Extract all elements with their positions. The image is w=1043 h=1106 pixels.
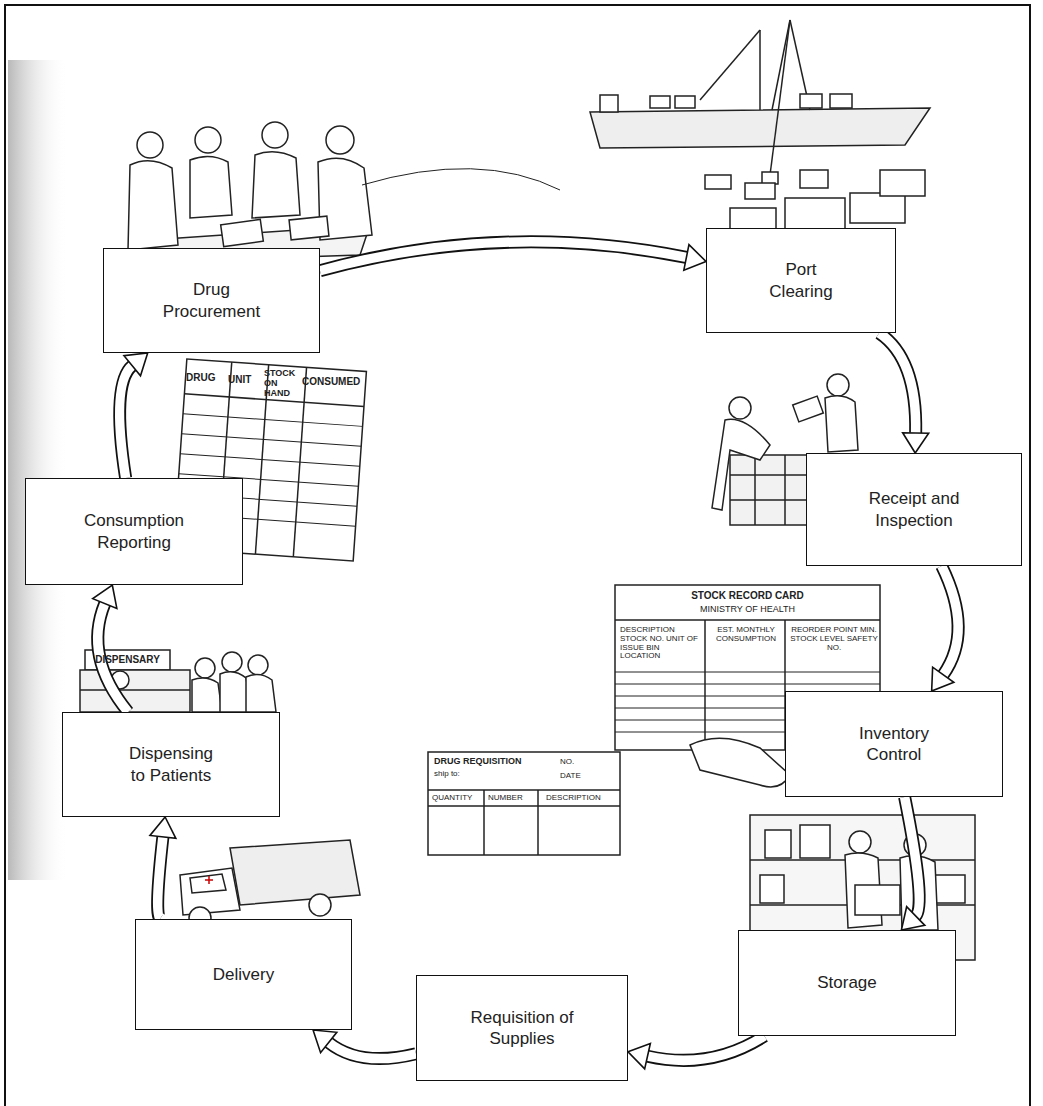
box-label: Consumption Reporting xyxy=(77,510,192,553)
box-text-group: Requisition of Supplies xyxy=(467,1007,577,1050)
arrow-body xyxy=(329,1042,416,1058)
arrow-outline xyxy=(120,366,133,478)
arrow-body xyxy=(879,333,916,433)
arrow-body xyxy=(905,797,920,916)
cycle-arrow xyxy=(879,333,928,453)
form-text: NUMBER xyxy=(488,794,538,803)
arrow-body xyxy=(158,837,163,919)
arrow-heads xyxy=(313,1030,337,1053)
box-label: Requisition of Supplies xyxy=(467,1007,577,1050)
box-label: Delivery xyxy=(213,964,274,985)
form-text: DATE xyxy=(560,772,600,781)
arrow-body xyxy=(120,366,133,478)
process-box: Receipt and Inspection xyxy=(806,453,1022,566)
process-box: Port Clearing xyxy=(706,228,896,333)
form-text: CONSUMED xyxy=(302,376,364,387)
form-text: EST. MONTHLY CONSUMPTION xyxy=(709,626,783,644)
box-label: Drug Procurement xyxy=(152,279,272,322)
process-box: Delivery xyxy=(135,919,352,1030)
cycle-arrow xyxy=(93,585,128,712)
arrow-body xyxy=(648,1036,765,1060)
arrow-head xyxy=(93,585,117,608)
process-box: Dispensing to Patients xyxy=(62,712,280,817)
form-text: ship to: xyxy=(434,770,494,779)
arrow-outline xyxy=(879,333,916,433)
box-label: Dispensing to Patients xyxy=(121,743,221,786)
cycle-arrow xyxy=(628,1036,764,1069)
form-text: DESCRIPTION xyxy=(546,794,620,803)
cycle-arrow xyxy=(150,817,176,919)
box-text-group: Storage xyxy=(817,972,877,993)
cycle-arrow xyxy=(120,353,148,478)
box-text-group: Inventory Control xyxy=(849,723,939,766)
form-text: STOCK ON HAND xyxy=(264,369,300,399)
box-text-group: Drug Procurement xyxy=(152,279,272,322)
arrow-heads xyxy=(628,1044,650,1069)
form-text: QUANTITY xyxy=(432,794,486,803)
arrow-heads xyxy=(932,667,954,691)
form-text: NO. xyxy=(560,758,590,767)
form-text: DESCRIPTION STOCK NO. UNIT OF ISSUE BIN … xyxy=(620,626,702,661)
box-label: Inventory Control xyxy=(849,723,939,766)
cycle-arrow xyxy=(932,566,959,691)
form-text: DRUG xyxy=(186,372,226,383)
arrow-head xyxy=(684,245,706,270)
box-text-group: Port Clearing xyxy=(761,259,841,302)
cycle-arrow xyxy=(313,1030,416,1059)
form-text: MINISTRY OF HEALTH xyxy=(615,605,880,615)
form-text: DISPENSARY xyxy=(87,654,168,665)
process-box: Consumption Reporting xyxy=(25,478,243,585)
arrow-heads xyxy=(903,433,929,453)
box-text-group: Dispensing to Patients xyxy=(121,743,221,786)
arrow-outline xyxy=(905,797,920,916)
arrow-outline xyxy=(942,566,958,675)
arrow-outline xyxy=(158,837,163,919)
box-label: Storage xyxy=(817,972,877,993)
arrow-outline xyxy=(329,1042,416,1058)
box-text-group: Receipt and Inspection xyxy=(859,488,969,531)
arrow-outline xyxy=(320,242,686,271)
arrow-heads xyxy=(124,353,148,376)
arrow-heads xyxy=(684,245,706,270)
arrow-head xyxy=(313,1030,337,1053)
box-text-group: Consumption Reporting xyxy=(77,510,192,553)
form-text: REORDER POINT MIN. STOCK LEVEL SAFETY NO… xyxy=(790,626,878,652)
form-text: DRUG REQUISITION xyxy=(434,757,554,767)
arrow-heads xyxy=(150,817,176,838)
process-box: Inventory Control xyxy=(785,691,1003,797)
cycle-arrow xyxy=(320,242,706,271)
process-box: Drug Procurement xyxy=(103,248,320,353)
arrow-head xyxy=(932,667,954,691)
arrow-head xyxy=(628,1044,650,1069)
box-label: Port Clearing xyxy=(761,259,841,302)
form-text: UNIT xyxy=(228,374,262,385)
arrow-head xyxy=(150,817,176,838)
form-text: STOCK RECORD CARD xyxy=(615,590,880,601)
process-box: Requisition of Supplies xyxy=(416,975,628,1081)
arrow-head xyxy=(903,433,929,453)
arrow-heads xyxy=(901,907,924,930)
arrow-head xyxy=(901,907,924,930)
box-text-group: Delivery xyxy=(213,964,274,985)
arrow-outline xyxy=(648,1036,765,1060)
cycle-arrow xyxy=(901,797,924,930)
box-label: Receipt and Inspection xyxy=(859,488,969,531)
arrow-heads xyxy=(93,585,117,608)
arrow-body xyxy=(320,242,686,271)
arrow-body xyxy=(942,566,958,675)
process-box: Storage xyxy=(738,930,956,1036)
arrow-head xyxy=(124,353,148,376)
